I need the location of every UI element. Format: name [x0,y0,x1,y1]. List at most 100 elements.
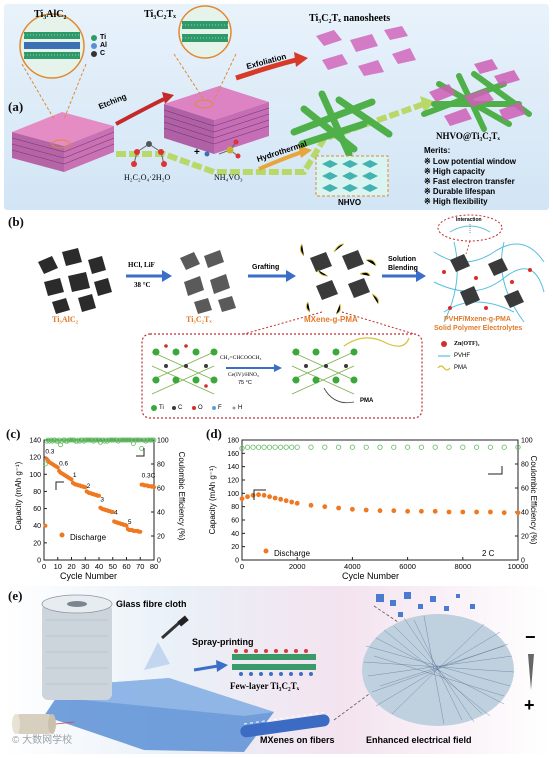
mxene-fibers [240,711,330,738]
blending-label: Blending [388,265,418,272]
y2-tick-label: 80 [157,462,165,469]
efficiency-point [115,438,121,444]
hcl-lif-label: HCl, LiF [128,261,155,269]
efficiency-point [432,444,438,450]
few-layer-stack [232,649,316,676]
y-tick-label: 80 [33,489,41,496]
panel-c-label: (c) [6,426,21,441]
efficiency-point [244,444,251,450]
nhvo-label: NHVO [338,198,362,207]
capacity-point [350,506,355,512]
y2-tick-label: 0 [157,558,161,565]
reagent-plus: + [194,147,200,158]
legend-marker [263,548,269,554]
capacity-point [322,504,328,510]
capacity-point [336,505,341,511]
fewlayer-label: Few-layer Ti₃C₂Tₓ [230,681,300,691]
efficiency-point [111,437,117,443]
x-tick-label: 30 [81,562,89,571]
pma-label: PMA [360,398,374,404]
capacity-point [419,508,424,514]
efficiency-point [278,444,284,450]
efficiency-point [405,444,411,450]
y-tick-label: 20 [33,540,41,547]
efficiency-point [45,437,51,443]
efficiency-point [51,437,57,443]
panel-d-label: (d) [206,426,222,441]
nhvo-crystal [315,155,389,197]
legend-marker [59,532,65,538]
merit-5: ※ High flexibility [424,197,488,206]
efficiency-point [93,437,99,443]
y-tick-label: 40 [33,523,41,530]
efficiency-point [239,445,245,451]
efficiency-point [446,444,452,450]
panel-e-graphics [12,592,534,752]
glass-fibre-label: Glass fibre cloth [116,599,187,609]
product-label: NHVO@Ti₃C₂Tₓ [436,131,501,141]
temp2-label: 75 °C [238,380,252,386]
y2-tick-label: 0 [521,558,525,565]
ti3alc2-lens [19,13,87,149]
efficiency-point [308,444,314,450]
efficiency-point [126,437,132,443]
capacity-point [43,523,48,528]
efficiency-point [143,438,149,444]
y-tick-label: 160 [227,451,239,458]
capacity-point [283,498,289,504]
plot-frame [43,439,155,561]
capacity-point [239,496,245,502]
lattice-right [291,337,410,404]
efficiency-point [104,438,110,444]
merit-1: ※ Low potential window [424,157,517,166]
atom-ti: Ti [159,405,164,411]
efficiency-point [363,444,369,450]
panel-b-graphics [38,214,545,419]
product-composite [421,59,532,132]
capacity-point [97,493,101,498]
panel-a-label: (a) [8,99,24,114]
y-tick-label: 60 [33,506,41,513]
capacity-point [267,494,272,500]
watermark: © 大数网学校 [12,735,73,746]
efficiency-point [47,438,52,444]
axis-pointer-left [55,481,64,490]
efficiency-point [377,444,383,450]
reagent-vanadate: NH₄VO₃ [214,173,243,182]
atom-c: C [178,405,183,411]
efficiency-point [91,438,96,444]
chart-d-xlabel: Cycle Number [342,571,400,581]
efficiency-point [336,444,342,450]
x-tick-label: 80 [150,562,158,571]
x-tick-label: 10 [54,562,62,571]
efficiency-point [322,444,328,450]
chart-c-ylabel: Capacity (mAh g⁻¹) [14,461,23,531]
efficiency-point [70,437,76,443]
efficiency-point [64,438,70,444]
capacity-point [460,509,466,515]
fiber-mat [362,614,515,726]
merits-title: Merits: [424,146,451,155]
capacity-point [124,523,129,528]
reagent-oxalic: H₂C₂O₄·2H₂O [124,173,171,182]
efficiency-point [250,444,256,450]
ti3c2tx-lens [173,5,237,109]
capacity-point [256,492,261,498]
efficiency-point [289,444,295,450]
x-tick-label: 6000 [399,562,416,571]
y2-tick-label: 40 [521,510,529,517]
panel-b-label: (b) [8,214,24,229]
rate-label: 3 [100,497,104,504]
chart-d-ylabel: Capacity (mAh g⁻¹) [208,465,217,535]
chart-c-xlabel: Cycle Number [60,571,118,581]
efficiency-point [148,437,154,443]
y-tick-label: 0 [37,558,41,565]
legend-c: C [100,50,106,57]
ti3c2tx-flakes [180,250,236,314]
panel-b: (b) [4,212,549,422]
rate-label: 2 [87,483,91,490]
capacity-point [245,494,250,500]
capacity-point [391,508,397,514]
capacity-point [501,510,507,516]
efficiency-point [515,444,521,450]
